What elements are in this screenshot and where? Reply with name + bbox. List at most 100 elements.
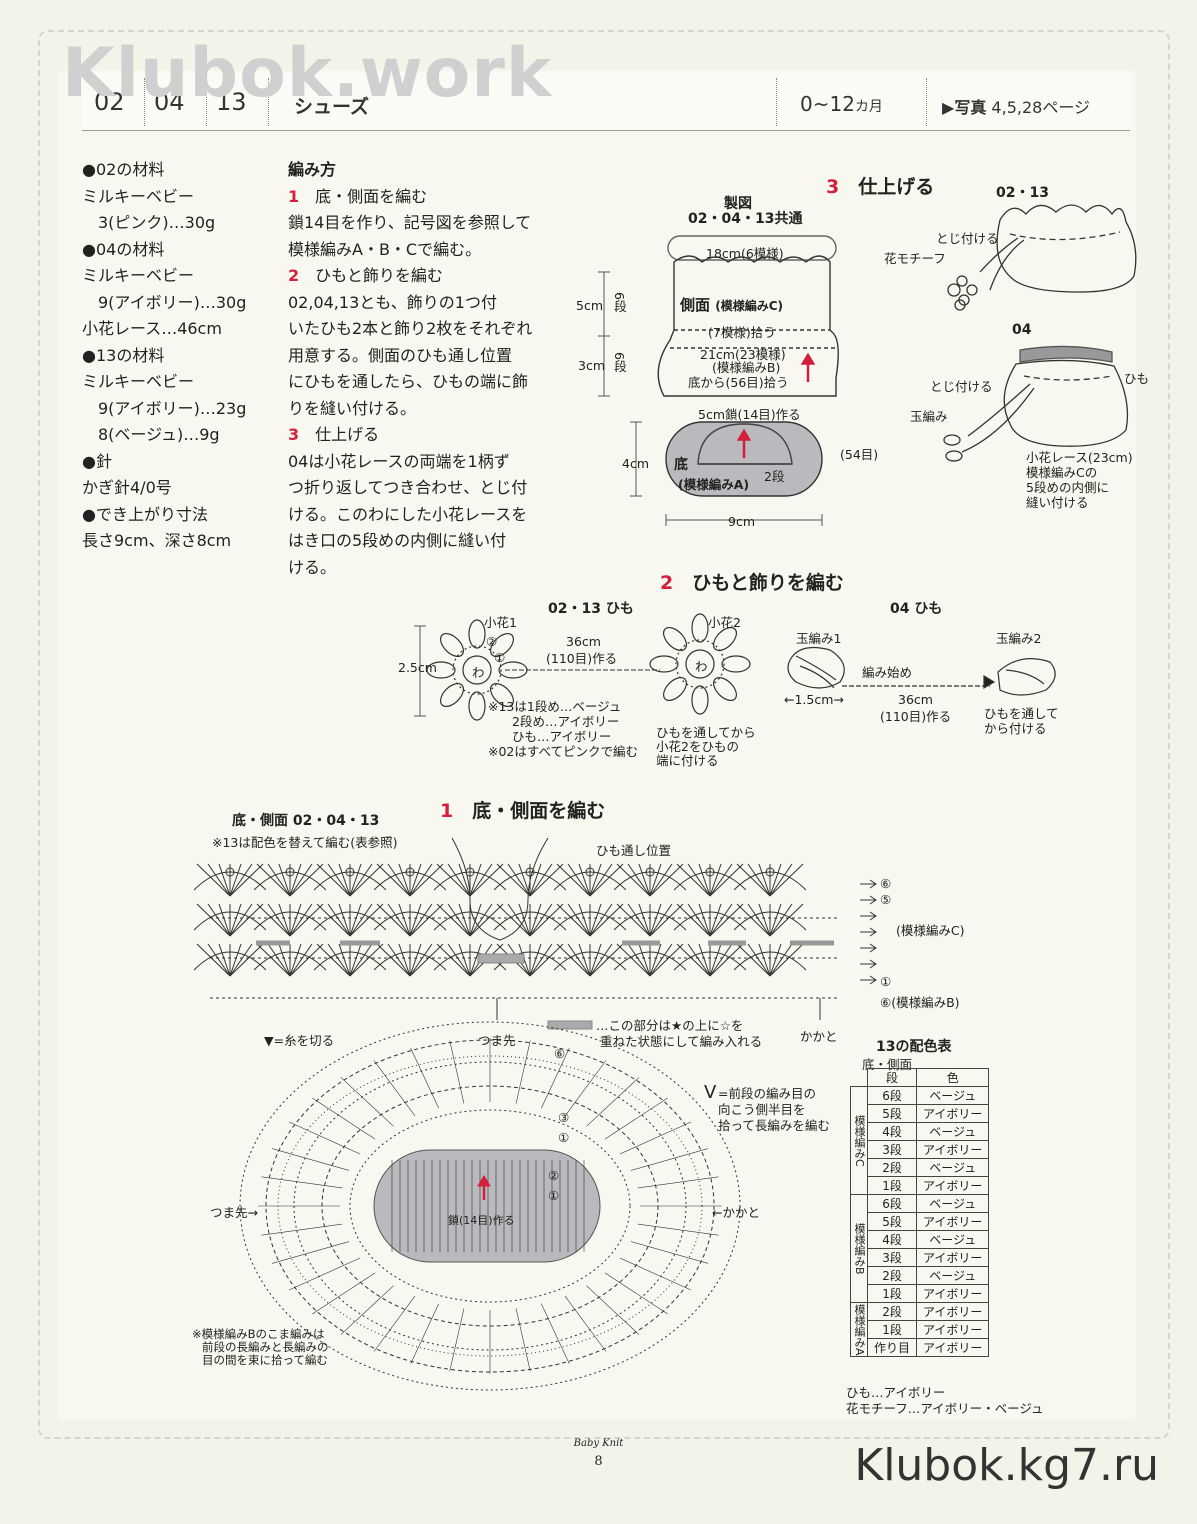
stitch-mark (349, 943, 373, 977)
divider (776, 78, 777, 126)
finish-heading: 3 仕上げる (826, 176, 935, 198)
stitch-mark (567, 863, 591, 897)
table-cell: 2段 (866, 1266, 918, 1285)
length-9: 9cm (728, 514, 756, 529)
stitch-mark (589, 863, 613, 897)
materials-list: ●02の材料 ミルキーベビー 3(ピンク)…30g ●04の材料 ミルキーベビー… (82, 157, 272, 555)
heel-label: かかと (800, 1029, 838, 1044)
table-cell: ベージュ (916, 1158, 990, 1177)
table-row: 4段ベージュ (851, 1122, 990, 1141)
stitch-mark (469, 863, 482, 897)
stitch-mark (507, 903, 531, 937)
stitch-mark (529, 863, 564, 897)
stitch-mark (736, 943, 771, 977)
stitch-mark (556, 903, 591, 937)
thread-note: ひもを通してから小花2をひもの端に付ける (656, 725, 756, 768)
table-cell: 5段 (866, 1212, 918, 1231)
table-row: 2段ベージュ (851, 1266, 990, 1285)
material-line: ミルキーベビー (82, 266, 195, 285)
puff-label: 玉編み (910, 409, 948, 424)
row-5-label: ⑤ (880, 892, 892, 907)
stitch-mark (529, 863, 542, 897)
stitch-mark (447, 903, 471, 937)
stitch-mark (398, 903, 411, 937)
stitches-54: (54目) (840, 447, 879, 462)
stitch-mark (289, 863, 302, 897)
material-line: 小花レース…46cm (82, 319, 222, 338)
stitch-mark (649, 903, 684, 937)
rows-2: 2段 (764, 469, 785, 484)
stitch-mark (229, 903, 264, 937)
stitch-mark (349, 943, 362, 977)
cord-flower-2 (649, 613, 751, 715)
stitch-mark (589, 943, 624, 977)
cord-04-title: 04 ひも (890, 601, 943, 617)
stitch-mark (289, 863, 313, 897)
row-arrow (860, 879, 877, 889)
sole-stitch (619, 1257, 692, 1291)
page-number: 8 (594, 1454, 603, 1469)
stitch-mark (256, 903, 291, 937)
table-cell: 1段 (866, 1176, 918, 1195)
sole-stitch (619, 1121, 692, 1155)
table-cell: ベージュ (916, 1086, 990, 1105)
table-row: 5段アイボリー (851, 1104, 990, 1123)
stitch-mark (229, 863, 264, 897)
stitch-mark (338, 903, 351, 937)
stitch-mark (758, 903, 771, 937)
stitch-mark (349, 863, 362, 897)
stitch-mark (349, 903, 373, 937)
stitch-mark (709, 863, 744, 897)
stitch-mark (496, 863, 531, 897)
stitch-mark (556, 943, 591, 977)
stitch-mark (747, 863, 771, 897)
stitch-mark (409, 943, 433, 977)
material-line: 3(ピンク)…30g (82, 213, 216, 232)
stitch-mark (229, 943, 253, 977)
toe-label: つま先 (478, 1033, 516, 1048)
stitch-mark (338, 943, 351, 977)
stitch-mark (638, 863, 651, 897)
mid-pattern: (模様編みB) (712, 360, 781, 375)
stitch-mark (267, 863, 291, 897)
stitch-mark (769, 943, 793, 977)
picot-mark (645, 867, 655, 877)
stitch-chart-side (193, 837, 877, 1030)
stitch-mark (469, 863, 493, 897)
sole-stitch (410, 1048, 439, 1109)
symbol-note: =前段の編み目の向こう側半目を拾って長編みを編む (718, 1086, 830, 1133)
stitch-mark (676, 863, 711, 897)
sole-stitch (340, 1077, 394, 1127)
cord-length: 36cm (566, 634, 601, 649)
sole-stitch (515, 1308, 531, 1372)
table-row: 1段アイボリー (851, 1176, 990, 1195)
table-cell: 3段 (866, 1140, 918, 1159)
method-line: 鎖14目を作り、記号図を参照して (288, 213, 532, 232)
side-label: 側面 (模様編みC) (680, 296, 784, 314)
stitch-mark (649, 863, 662, 897)
pick-56: 底から(56目)拾う (688, 375, 789, 390)
threading-curve (499, 837, 549, 941)
method-line: 用意する。側面のひも通し位置 (288, 345, 513, 365)
picot-mark (285, 867, 295, 877)
stitch-mark (278, 863, 291, 897)
material-line: ミルキーベビー (82, 372, 195, 391)
sole-stitch (340, 1285, 394, 1335)
stitch-mark (496, 903, 531, 937)
table-cell: ベージュ (916, 1266, 990, 1285)
stitch-mark (349, 903, 384, 937)
stitch-mark (229, 863, 253, 897)
material-line: ●04の材料 (82, 239, 165, 259)
top-width: 18cm(6模様) (706, 246, 784, 261)
stitch-mark (409, 863, 433, 897)
stitch-chart-sole (239, 1021, 741, 1391)
stitch-mark (556, 863, 591, 897)
row-b-label: ⑥(模様編みB) (880, 995, 960, 1010)
row-arrow (860, 911, 877, 921)
stitch-mark (769, 903, 804, 937)
stitch-mark (349, 863, 384, 897)
sole-stitch (373, 1295, 416, 1352)
